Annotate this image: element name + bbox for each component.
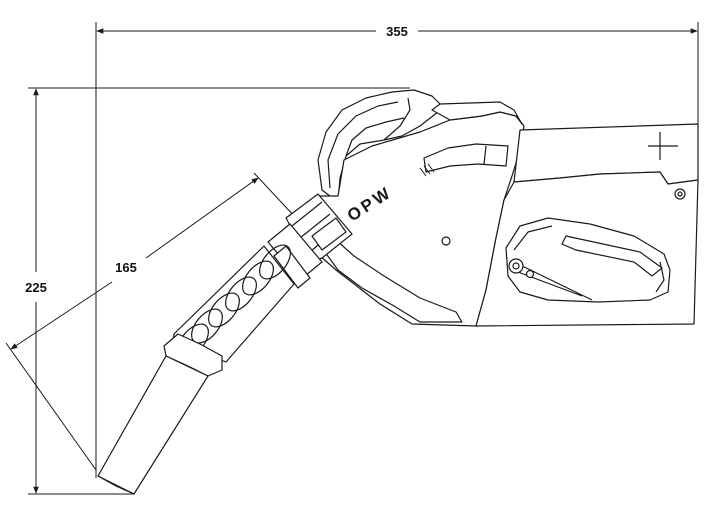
dimension-spout — [5, 172, 297, 471]
latch-slot — [423, 143, 509, 173]
extension-line-spout-top — [253, 172, 297, 219]
spout — [97, 244, 295, 495]
brand-mark-icon — [419, 163, 435, 177]
spout-collar-tab — [311, 217, 347, 251]
lever-arm — [561, 235, 663, 277]
extension-line-spout-bottom — [5, 342, 97, 471]
spout-tube — [97, 355, 209, 495]
dimension-height — [28, 87, 410, 495]
handle-cover-inner — [327, 97, 411, 189]
dimension-label-length: 355 — [386, 24, 408, 39]
barrel-cross-mark-icon — [648, 132, 678, 160]
top-bar — [431, 101, 523, 125]
dimension-length — [95, 22, 699, 478]
latch-slot-divider — [483, 145, 487, 165]
dimension-label-spout: 165 — [115, 260, 137, 275]
nozzle-body — [267, 89, 525, 327]
dimension-label-height: 225 — [25, 280, 47, 295]
bolt-center — [677, 191, 683, 197]
guard-plate — [321, 239, 463, 323]
trigger-lever — [508, 235, 663, 301]
lever-pivot-pin — [512, 262, 520, 270]
spout-tube-end — [97, 475, 135, 495]
dimension-line-spout-b — [10, 281, 113, 350]
dimension-line-spout-a — [145, 177, 259, 259]
spout-spring-coils — [177, 244, 291, 359]
pivot-hole — [441, 236, 451, 246]
grip-window — [505, 217, 671, 303]
lever-stop — [525, 269, 535, 279]
ferrule-lower — [273, 245, 311, 289]
handle-cover-ridge — [345, 117, 405, 157]
